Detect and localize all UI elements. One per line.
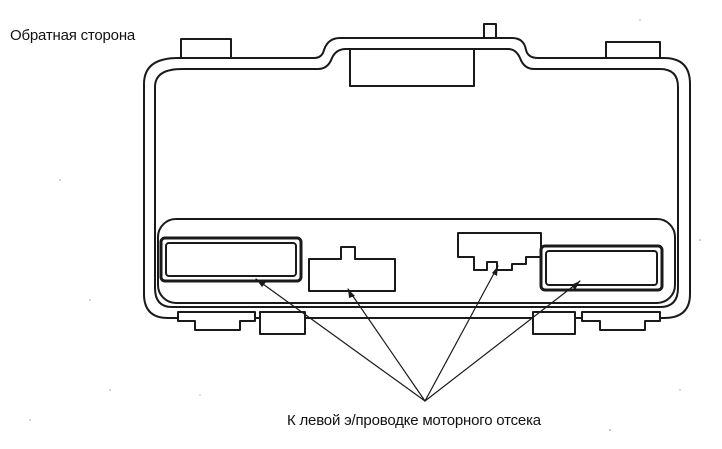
bottom-clip-4 bbox=[581, 311, 661, 331]
connector-right bbox=[539, 244, 664, 292]
arrowhead-4 bbox=[571, 281, 580, 290]
housing-inner bbox=[154, 48, 679, 308]
connector-left bbox=[159, 236, 303, 283]
label-window bbox=[349, 48, 475, 87]
leader-line-3 bbox=[424, 265, 499, 402]
callout-label: К левой э/проводке моторного отсека bbox=[287, 412, 541, 429]
bottom-clip-2 bbox=[259, 311, 306, 335]
connector-left-inner bbox=[165, 242, 297, 277]
connector-right-inner bbox=[545, 250, 658, 286]
leader-lines bbox=[255, 265, 581, 402]
arrowhead-3 bbox=[492, 266, 498, 276]
bottom-clip-3 bbox=[532, 311, 576, 335]
bottom-clip-1 bbox=[177, 311, 256, 331]
leader-line-4 bbox=[424, 280, 581, 402]
top-center-tab bbox=[483, 23, 497, 39]
connector-tray bbox=[157, 218, 676, 304]
connector-center-left bbox=[308, 246, 396, 292]
arrowhead-2 bbox=[348, 289, 355, 298]
leader-line-1 bbox=[255, 278, 426, 402]
back-side-label: Обратная сторона bbox=[10, 27, 136, 44]
arrowhead-1 bbox=[256, 279, 266, 287]
leader-line-2 bbox=[347, 288, 426, 402]
